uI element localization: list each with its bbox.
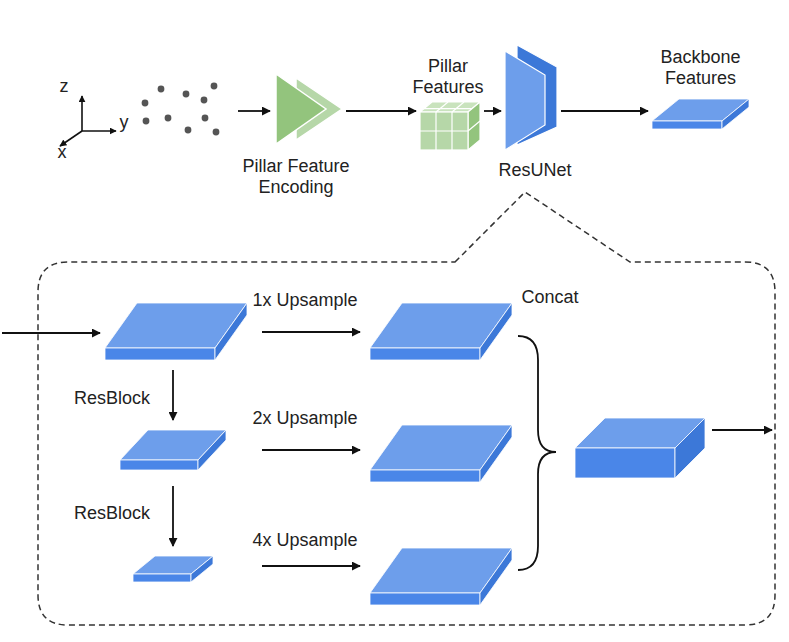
- point: [142, 100, 149, 107]
- axis-gizmo: [60, 96, 116, 146]
- feature-maps: [105, 303, 705, 605]
- point: [185, 127, 192, 134]
- input-arrow: [238, 110, 270, 112]
- axis-label: z: [60, 76, 69, 97]
- axis-label: y: [120, 112, 129, 133]
- feature-map: [370, 425, 512, 482]
- point: [183, 91, 190, 98]
- step-label: Concat: [521, 287, 578, 308]
- stage-label: ResUNet: [490, 160, 580, 181]
- step-label: 4x Upsample: [252, 530, 357, 551]
- step-label: ResBlock: [74, 503, 150, 524]
- flow-arrows: [2, 332, 772, 566]
- stage-label: Pillar Feature Encoding: [226, 156, 366, 198]
- stage-shape: [420, 102, 480, 150]
- point: [165, 115, 172, 122]
- feature-map: [575, 418, 705, 478]
- stage-node: ResUNet: [505, 45, 557, 150]
- step-label: 1x Upsample: [252, 290, 357, 311]
- feature-map: [370, 548, 512, 605]
- point: [213, 129, 220, 136]
- concat-bracket: [518, 336, 556, 570]
- stage-label: Backbone Features: [646, 47, 756, 89]
- flow-arrow: [484, 110, 501, 112]
- flow-arrow: [346, 110, 416, 112]
- stage-label: Pillar Features: [403, 56, 493, 98]
- point-cloud: [142, 83, 220, 136]
- step-label: 2x Upsample: [252, 408, 357, 429]
- stage-node: Backbone Features: [652, 93, 749, 129]
- feature-map: [105, 303, 247, 360]
- stage-shape: [274, 74, 342, 144]
- point: [143, 118, 150, 125]
- feature-map: [370, 303, 512, 360]
- stage-shape: [505, 45, 557, 150]
- axis-label: x: [58, 142, 67, 163]
- stage-node: Pillar Feature Encoding: [274, 74, 342, 144]
- feature-map: [133, 556, 213, 582]
- point: [201, 97, 208, 104]
- feature-map: [120, 430, 226, 470]
- feature-map: [652, 99, 749, 129]
- flow-arrow: [561, 110, 648, 112]
- point: [202, 115, 209, 122]
- point: [211, 83, 218, 90]
- stage-shape: [652, 93, 749, 129]
- step-label: ResBlock: [74, 388, 150, 409]
- stage-node: Pillar Features: [420, 102, 480, 150]
- point: [158, 86, 165, 93]
- zoom-outline: [38, 192, 775, 625]
